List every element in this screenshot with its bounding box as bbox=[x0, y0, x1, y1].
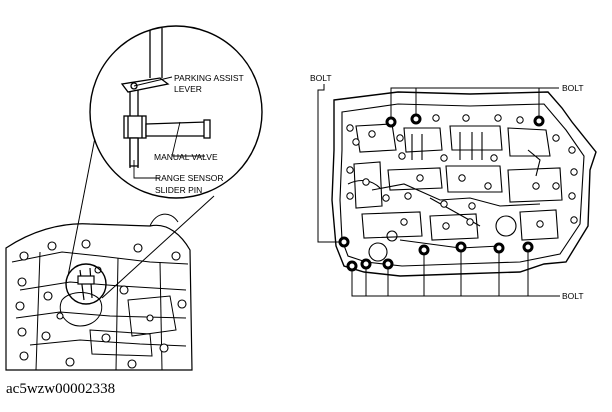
detail-source-circle bbox=[65, 263, 107, 305]
magnifier-connector bbox=[101, 195, 215, 299]
service-diagram: PARKING ASSIST LEVER MANUAL VALVE RANGE … bbox=[5, 25, 597, 371]
parking-assist-lever-label: PARKING ASSIST bbox=[174, 73, 244, 83]
bolt-label-left: BOLT bbox=[310, 73, 332, 83]
bolt-leader-lines bbox=[317, 84, 560, 297]
valve-body-holes bbox=[346, 114, 578, 230]
range-sensor-label: RANGE SENSOR bbox=[155, 173, 224, 183]
bolt-label-bottom-right: BOLT bbox=[562, 291, 584, 301]
figure-id-caption: ac5wzw00002338 bbox=[6, 381, 116, 397]
manual-valve-label: MANUAL VALVE bbox=[154, 152, 218, 162]
housing-bolts bbox=[15, 239, 187, 369]
magnified-detail bbox=[89, 25, 263, 199]
bolt-label-top-right: BOLT bbox=[562, 83, 584, 93]
range-sensor-label: SLIDER PIN bbox=[155, 185, 202, 195]
detail-source-part bbox=[77, 267, 95, 301]
transmission-housing bbox=[5, 213, 193, 371]
parking-assist-lever-label: LEVER bbox=[174, 84, 202, 94]
